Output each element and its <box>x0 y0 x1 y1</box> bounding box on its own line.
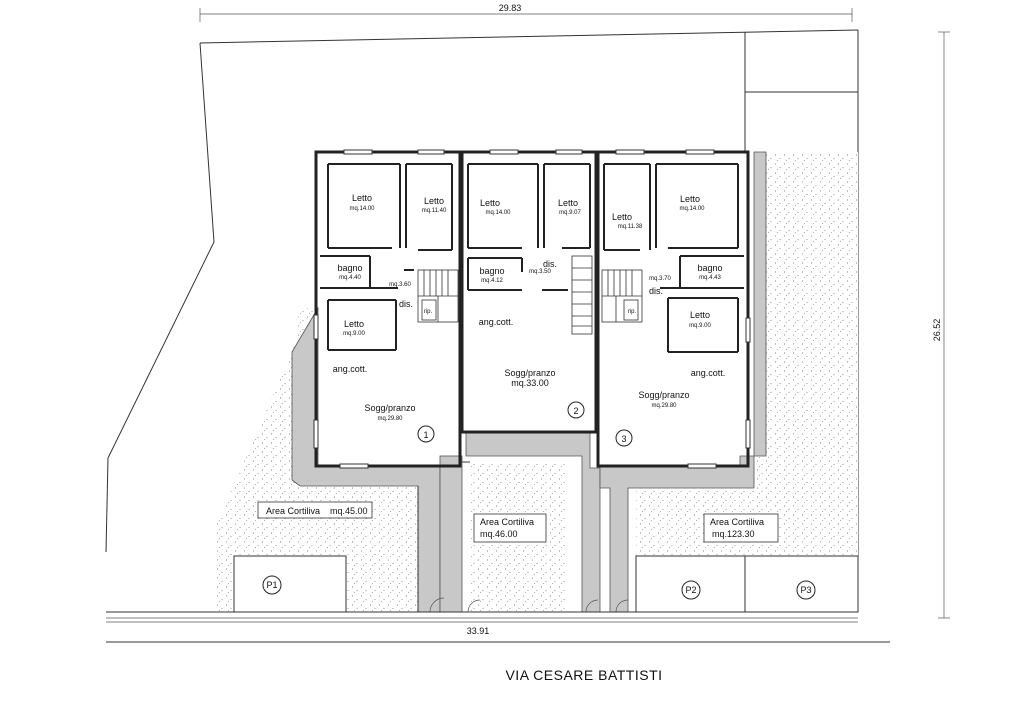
u1-rip: rip. <box>424 309 433 315</box>
u2-sogg-area: mq.33.00 <box>511 378 549 388</box>
u1-garden-area: mq.45.00 <box>330 506 368 516</box>
u1-letto-b-area: mq.11.40 <box>422 208 447 214</box>
u1-letto-c-area: mq.9.00 <box>343 331 365 337</box>
u3-ang-cott: ang.cott. <box>691 368 726 378</box>
u2-garden-area: mq.46.00 <box>480 529 518 539</box>
u3-letto-b-area: mq.14.00 <box>679 206 705 212</box>
u1-sogg-area: mq.29.80 <box>377 416 403 422</box>
unit3-stair <box>601 269 643 323</box>
unit3-interior-walls <box>603 163 744 353</box>
u2-garden-name: Area Cortiliva <box>480 517 534 527</box>
unit1-interior-walls <box>320 163 453 351</box>
u2-sogg: Sogg/pranzo <box>504 368 555 378</box>
u2-letto-b-area: mq.9.07 <box>559 210 581 216</box>
u3-letto-b: Letto <box>680 194 700 204</box>
u2-ang-cott: ang.cott. <box>479 317 514 327</box>
u2-dis: dis. <box>543 259 557 269</box>
u1-letto-a: Letto <box>352 193 372 203</box>
u1-bagno-area: mq.4.40 <box>339 275 361 281</box>
u3-dis-area: mq.3.70 <box>649 276 671 282</box>
u2-dis-area: mq.3.50 <box>529 269 551 275</box>
street-name: VIA CESARE BATTISTI <box>505 667 662 683</box>
u1-dis: dis. <box>399 299 413 309</box>
u3-sogg-area: mq.29.80 <box>651 403 677 409</box>
garden-labels: Area Cortiliva mq.45.00 Area Cortiliva m… <box>257 501 779 543</box>
right-dimension: 26.52 <box>932 31 950 619</box>
u1-letto-b: Letto <box>424 196 444 206</box>
unit2-labels: Letto mq.14.00 Letto mq.9.07 bagno mq.4.… <box>479 198 585 419</box>
u1-bagno: bagno <box>337 263 362 273</box>
u3-number: 3 <box>621 434 626 444</box>
unit1-stair <box>417 269 459 323</box>
u1-dis-area: mq.3.60 <box>389 282 411 288</box>
u3-bagno: bagno <box>697 263 722 273</box>
u2-number: 2 <box>573 406 578 416</box>
u3-garden-area: mq.123.30 <box>712 529 755 539</box>
u3-sogg: Sogg/pranzo <box>638 390 689 400</box>
u3-garden-name: Area Cortiliva <box>710 517 764 527</box>
parking-p1: P1 <box>266 580 277 590</box>
u1-number: 1 <box>423 430 428 440</box>
unit2-stair <box>571 255 593 335</box>
u3-letto-a: Letto <box>612 212 632 222</box>
u3-dis: dis. <box>649 286 663 296</box>
u3-bagno-area: mq.4.43 <box>699 275 721 281</box>
u2-letto-b: Letto <box>558 198 578 208</box>
u1-letto-c: Letto <box>344 319 364 329</box>
window-marks <box>313 149 751 469</box>
building-walls <box>314 150 750 468</box>
u2-letto-a: Letto <box>480 198 500 208</box>
u1-ang-cott: ang.cott. <box>333 364 368 374</box>
bottom-dimension: 33.91 <box>106 621 858 636</box>
parking-labels: P1 P2 P3 <box>262 575 816 600</box>
top-dimension-label: 29.83 <box>499 3 522 13</box>
unit3-labels: Letto mq.11.38 Letto mq.14.00 bagno mq.4… <box>612 194 726 447</box>
bottom-dimension-label: 33.91 <box>467 626 490 636</box>
u3-letto-c: Letto <box>690 310 710 320</box>
site-elements <box>106 461 890 643</box>
u3-letto-c-area: mq.9.00 <box>689 323 711 329</box>
u2-bagno-area: mq.4.12 <box>481 278 503 284</box>
paved-paths <box>291 151 767 613</box>
top-dimension: 29.83 <box>199 3 853 22</box>
u3-letto-a-area: mq.11.38 <box>618 224 643 230</box>
u2-letto-a-area: mq.14.00 <box>485 210 511 216</box>
u1-letto-a-area: mq.14.00 <box>349 206 375 212</box>
u1-sogg: Sogg/pranzo <box>364 403 415 413</box>
u2-bagno: bagno <box>479 266 504 276</box>
unit2-interior-walls <box>467 163 591 291</box>
u3-rip: rip. <box>628 309 637 315</box>
u1-garden-name: Area Cortiliva <box>266 506 320 516</box>
parking-p2: P2 <box>685 585 696 595</box>
unit1-labels: Letto mq.14.00 Letto mq.11.40 bagno mq.4… <box>333 193 447 443</box>
parking-p3: P3 <box>800 585 811 595</box>
right-dimension-label: 26.52 <box>932 319 942 342</box>
